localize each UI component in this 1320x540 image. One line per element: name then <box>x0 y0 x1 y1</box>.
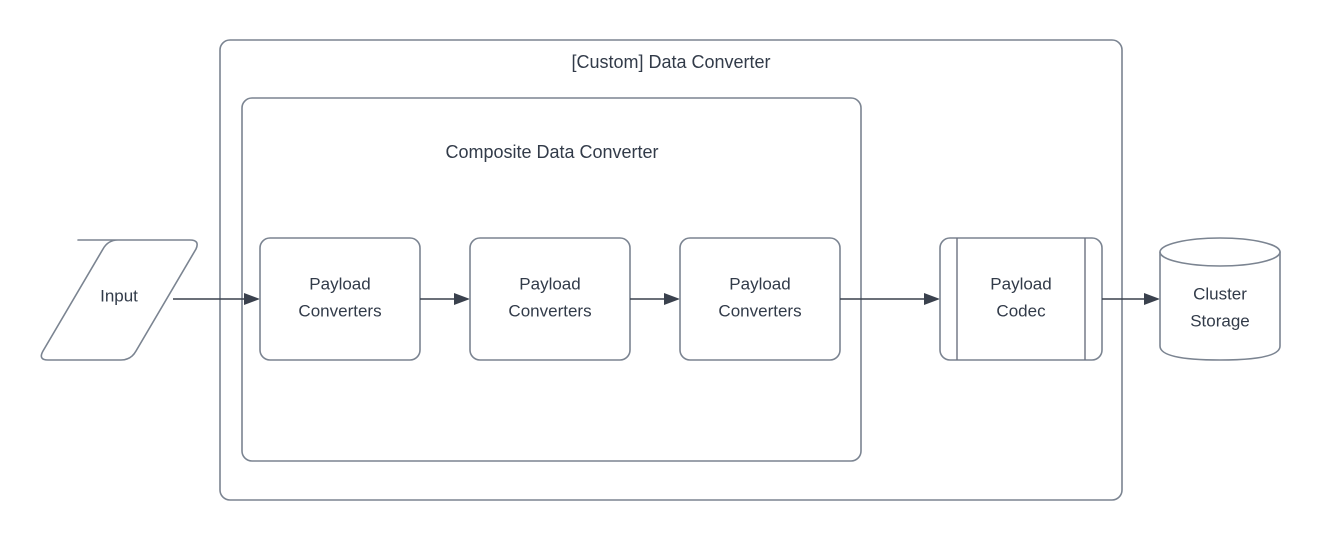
node-cluster-storage[interactable]: Cluster Storage <box>1159 237 1281 361</box>
node-payload-converters-2-label-line1: Payload <box>519 274 580 293</box>
node-payload-codec[interactable]: Payload Codec <box>939 237 1103 361</box>
node-payload-converters-3-label-line1: Payload <box>729 274 790 293</box>
node-payload-converters-1-label-line2: Converters <box>298 301 381 320</box>
node-input-label: Input <box>100 286 138 305</box>
edge-payload-converters-1-to-payload-converters-2-arrowhead <box>454 293 470 305</box>
edge-payload-codec-to-cluster-storage <box>1102 293 1160 305</box>
node-payload-converters-2-label-line2: Converters <box>508 301 591 320</box>
container-custom-data-converter-label: [Custom] Data Converter <box>571 52 770 72</box>
node-cluster-storage-top-ellipse <box>1159 237 1281 267</box>
edge-payload-codec-to-cluster-storage-arrowhead <box>1144 293 1160 305</box>
edge-input-to-payload-converters-1 <box>173 293 260 305</box>
node-payload-converters-3-label-line2: Converters <box>718 301 801 320</box>
node-cluster-storage-label-line1: Cluster <box>1193 284 1247 303</box>
edge-payload-converters-3-to-payload-codec-arrowhead <box>924 293 940 305</box>
node-cluster-storage-label-line2: Storage <box>1190 311 1250 330</box>
node-payload-converters-1-shape[interactable] <box>259 237 421 361</box>
node-payload-codec-label-line2: Codec <box>996 301 1046 320</box>
node-input[interactable]: Input <box>40 239 198 361</box>
node-payload-converters-2[interactable]: Payload Converters <box>469 237 631 361</box>
edge-payload-converters-2-to-payload-converters-3-arrowhead <box>664 293 680 305</box>
node-payload-codec-shape[interactable] <box>939 237 1103 361</box>
node-payload-codec-label-line1: Payload <box>990 274 1051 293</box>
node-input-shape[interactable] <box>40 239 198 361</box>
node-cluster-storage-body[interactable] <box>1159 251 1281 361</box>
node-payload-converters-1-label-line1: Payload <box>309 274 370 293</box>
node-payload-converters-2-shape[interactable] <box>469 237 631 361</box>
edge-input-to-payload-converters-1-arrowhead <box>244 293 260 305</box>
node-payload-converters-1[interactable]: Payload Converters <box>259 237 421 361</box>
node-payload-converters-3[interactable]: Payload Converters <box>679 237 841 361</box>
node-payload-converters-3-shape[interactable] <box>679 237 841 361</box>
container-composite-data-converter-label: Composite Data Converter <box>445 142 658 162</box>
edge-payload-converters-3-to-payload-codec <box>840 293 940 305</box>
edge-payload-converters-1-to-payload-converters-2 <box>420 293 470 305</box>
edge-payload-converters-2-to-payload-converters-3 <box>630 293 680 305</box>
